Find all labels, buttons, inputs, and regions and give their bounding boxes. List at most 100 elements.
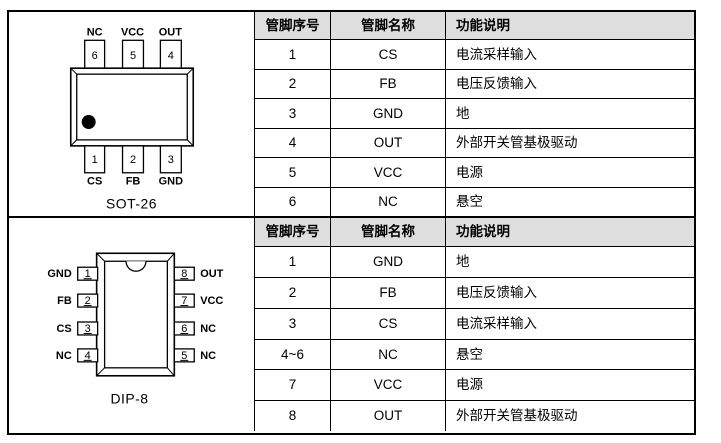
dip8-pin8-lead [173,266,195,281]
sot26-bevel-tr [186,67,194,75]
sot26-pin1-number: 1 [92,154,98,166]
sot26-pin2-lead [121,145,145,174]
dip8-pin6-lead [173,321,195,336]
sot26-pin6-number: 6 [92,50,98,62]
sot26-pin5-number: 5 [130,50,136,62]
sot26-pin3-lead [159,145,182,174]
sot26-row6-name: NC [330,186,445,216]
dip8-bevel-bl [96,367,105,377]
sot26-section: NC VCC OUT 6 5 4 [9,12,694,218]
sot26-pin3-number: 3 [168,154,174,166]
sot26-row4-name: OUT [330,127,445,157]
dip8-header-pin-number: 管脚序号 [255,218,330,246]
dip8-bevel-tr [166,252,175,262]
sot26-row5-desc: 电源 [445,157,694,187]
dip8-pin7-label: VCC [200,295,223,307]
dip8-row5-name: VCC [330,369,445,401]
dip8-pin6-number: 6 [181,323,187,335]
dip8-pin4-lead [77,348,99,363]
sot26-row4-desc: 外部开关管基极驱动 [445,127,694,157]
sot26-bevel-tl [70,67,78,75]
dip8-pin7-number: 7 [181,295,187,307]
sot26-row5-number: 5 [255,157,330,187]
dip8-row3-name: CS [330,307,445,339]
dip8-bevel-br [166,367,175,377]
sot26-header-pin-name: 管脚名称 [330,12,445,39]
dip8-pin3-label: CS [57,323,72,335]
dip8-package-name: DIP-8 [110,391,148,407]
dip8-row3-desc: 电流采样输入 [445,307,694,339]
dip8-section: 1 2 3 4 GND FB CS NC 8 7 6 [9,218,694,431]
dip8-header-function: 功能说明 [445,218,694,246]
dip8-pin7-lead [173,293,195,308]
dip8-row4-number: 4~6 [255,338,330,370]
sot26-header-pin-number: 管脚序号 [255,12,330,39]
dip8-row5-desc: 电源 [445,369,694,401]
dip8-pin5-number: 5 [181,350,187,362]
sot26-pin3-label: GND [159,176,183,188]
dip8-row1-number: 1 [255,246,330,277]
dip8-row5-number: 7 [255,369,330,400]
sot26-bevel-br [186,139,194,147]
dip8-row4-desc: 悬空 [445,338,694,370]
dip8-pin2-label: FB [57,295,72,307]
dip8-drawing: 1 2 3 4 GND FB CS NC 8 7 6 [47,252,224,407]
sot26-pin4-label: OUT [159,26,182,38]
dip8-pin1-lead [77,266,99,281]
dip8-package-diagram: 1 2 3 4 GND FB CS NC 8 7 6 [9,218,255,431]
sot26-row6-number: 6 [255,186,330,217]
dip8-pin2-number: 2 [85,295,91,307]
sot26-header-function: 功能说明 [445,12,694,39]
sot26-pin1-label: CS [87,176,102,188]
dip8-orientation-notch [125,261,147,272]
dip8-row1-name: GND [330,246,445,277]
sot26-pin2-label: FB [126,176,141,188]
sot26-row1-number: 1 [255,39,330,69]
dip8-pin2-lead [77,293,99,308]
dip8-pin4-label: NC [56,350,72,362]
dip8-pin8-label: OUT [200,268,223,280]
dip8-body-inner [103,260,169,369]
sot26-row6-desc: 悬空 [445,186,694,216]
sot26-row3-number: 3 [255,98,330,128]
sot26-row2-name: FB [330,68,445,98]
dip8-row4-name: NC [330,338,445,370]
dip8-row6-name: OUT [330,400,445,431]
sot26-bevel-bl [70,139,78,147]
sot26-row3-name: GND [330,98,445,128]
dip8-header-pin-name: 管脚名称 [330,218,445,246]
sot26-pin2-number: 2 [130,154,136,166]
dip8-pin3-number: 3 [85,323,91,335]
sot26-row1-name: CS [330,39,445,69]
dip8-pin3-lead [77,321,99,336]
dip8-pin5-label: NC [200,350,216,362]
dip8-row6-number: 8 [255,400,330,431]
dip8-bevel-tl [96,252,105,262]
sot26-pin5-label: VCC [121,26,144,38]
sot26-pin1-lead [84,145,106,174]
dip8-pin5-lead [173,348,195,363]
sot26-row5-name: VCC [330,157,445,187]
dip8-pin1-number: 1 [85,268,91,280]
sot26-pin4-number: 4 [168,50,174,62]
dip8-row3-number: 3 [255,307,330,339]
dip8-pin1-label: GND [47,268,71,280]
sot26-package-diagram: NC VCC OUT 6 5 4 [9,12,255,216]
dip8-pin8-number: 8 [181,268,187,280]
sot26-body-inner [76,73,188,141]
datasheet-pinout-frame: NC VCC OUT 6 5 4 [7,10,696,435]
sot26-row2-desc: 电压反馈输入 [445,68,694,98]
dip8-row1-desc: 地 [445,246,694,277]
sot26-row2-number: 2 [255,68,330,99]
dip8-pin4-number: 4 [85,350,91,362]
dip8-pin-table: 管脚序号 管脚名称 功能说明 1 GND 地 2 FB 电压反馈输入 3 CS … [255,218,694,431]
dip8-row6-desc: 外部开关管基极驱动 [445,400,694,431]
dip8-row2-number: 2 [255,276,330,308]
dip8-row2-desc: 电压反馈输入 [445,276,694,308]
sot26-package-name: SOT-26 [106,196,157,212]
sot26-drawing: NC VCC OUT 6 5 4 [69,26,195,212]
sot26-pin-table: 管脚序号 管脚名称 功能说明 1 CS 电流采样输入 2 FB 电压反馈输入 3… [255,12,694,216]
sot26-pin6-label: NC [87,26,103,38]
sot26-row1-desc: 电流采样输入 [445,39,694,69]
dip8-pin6-label: NC [200,323,216,335]
